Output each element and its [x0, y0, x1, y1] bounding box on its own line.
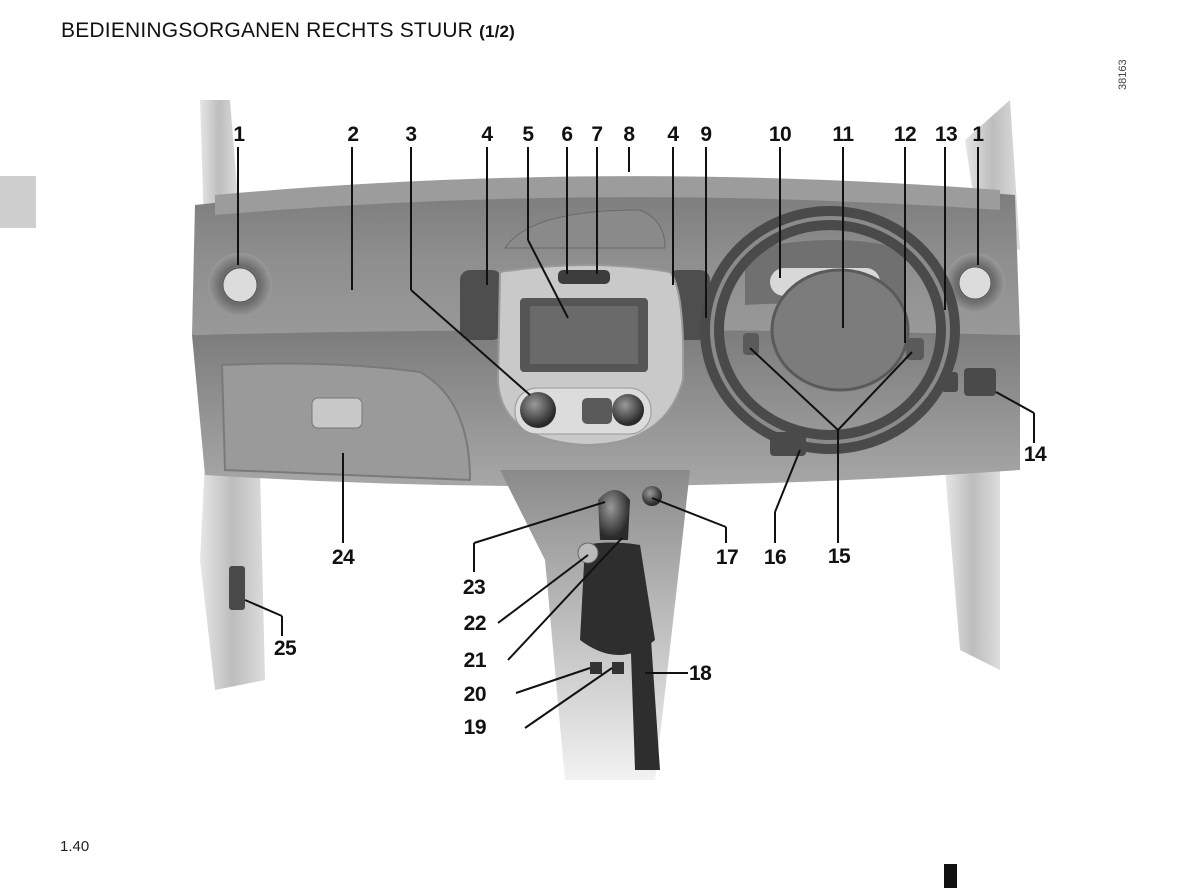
callout-4-left: 4	[481, 123, 493, 146]
page-number: 1.40	[60, 838, 90, 855]
hazard-switch	[558, 270, 610, 284]
callout-16: 16	[763, 546, 787, 569]
steering-wheel-hub	[770, 268, 910, 392]
callout-23: 23	[462, 576, 486, 599]
callout-1-left: 1	[233, 123, 245, 146]
section-tab-marker	[0, 176, 36, 228]
callout-10: 10	[768, 123, 792, 146]
callout-3: 3	[405, 123, 417, 146]
callout-22: 22	[463, 612, 487, 635]
callout-6: 6	[561, 123, 573, 146]
callout-15: 15	[827, 545, 851, 568]
callout-14: 14	[1023, 443, 1047, 466]
callout-21: 21	[463, 649, 487, 672]
callout-9: 9	[700, 123, 712, 146]
page-title-main: BEDIENINGSORGANEN RECHTS STUUR	[61, 19, 474, 42]
gear-knob	[598, 490, 630, 540]
right-door-frame	[945, 470, 1000, 670]
callout-leaders	[237, 147, 1035, 729]
handbrake-lever	[630, 625, 660, 770]
callout-7: 7	[591, 123, 603, 146]
page-edge-marker	[944, 864, 957, 888]
start-stop-button	[642, 486, 662, 506]
callout-12: 12	[893, 123, 917, 146]
console-switch-right	[612, 662, 624, 674]
callout-2: 2	[347, 123, 359, 146]
callout-20: 20	[463, 683, 487, 706]
callout-4-right: 4	[667, 123, 679, 146]
callout-13: 13	[934, 123, 958, 146]
climate-knob-right	[612, 394, 644, 426]
callout-19: 19	[463, 716, 487, 739]
callout-25: 25	[273, 637, 297, 660]
page-title-subtitle: (1/2)	[479, 22, 516, 41]
callout-18: 18	[689, 662, 712, 685]
callout-8: 8	[623, 123, 635, 146]
callout-1-right: 1	[972, 123, 984, 146]
mirror-switch-panel	[964, 368, 996, 396]
callout-24: 24	[331, 546, 355, 569]
center-vent-left	[460, 270, 502, 340]
console-switch-left	[590, 662, 602, 674]
callout-17: 17	[715, 546, 739, 569]
climate-knob-left	[520, 392, 556, 428]
page-title: BEDIENINGSORGANEN RECHTS STUUR (1/2)	[61, 19, 515, 43]
bonnet-release-lever	[229, 566, 245, 610]
glovebox-handle	[311, 397, 363, 429]
callout-11: 11	[832, 123, 854, 146]
callout-5: 5	[522, 123, 534, 146]
